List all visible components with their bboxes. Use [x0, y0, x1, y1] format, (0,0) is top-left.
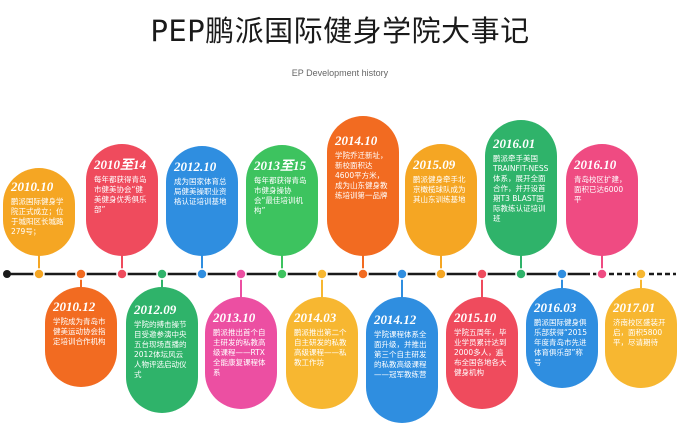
event-year: 2013.10 [213, 310, 256, 325]
event-marker [33, 268, 45, 280]
event-marker [276, 268, 288, 280]
event-marker [196, 268, 208, 280]
event-description: 学院课程体系全面升级，并推出第三个自主研发的私教高级课程——冠军教练营 [374, 330, 427, 379]
event-description: 学院五周年，毕业学员累计达到2000多人，遍布全国各地各大健身机构 [454, 328, 507, 377]
page-title: PEP鹏派国际健身学院大事记 [150, 14, 530, 48]
event-card: 2010.10 鹏派国际健身学院正式成立；位于城阳区长城路279号； [3, 168, 75, 256]
event-description: 学院的搏击操节目受邀参演中央五台现场直播的2012体坛风云人物评选启动仪式 [134, 320, 187, 379]
event-card: 2013至15 每年都获得青岛市健身操协会“最佳培训机构” [246, 145, 318, 256]
event-description: 学院乔迁新址，新校面积达4600平方米，成为山东健身教练培训第一品牌 [335, 151, 388, 200]
event-marker [396, 268, 408, 280]
event-marker [116, 268, 128, 280]
event-year: 2010.12 [53, 299, 96, 314]
event-marker [476, 268, 488, 280]
event-year: 2014.10 [335, 133, 378, 148]
event-year: 2010.10 [11, 179, 54, 194]
event-card: 2014.10 学院乔迁新址，新校面积达4600平方米，成为山东健身教练培训第一品… [327, 116, 399, 256]
event-year: 2016.01 [493, 136, 536, 151]
event-card: 2015.09 鹏派健身牵手北京橄榄球队成为其山东训练基地 [405, 144, 477, 256]
event-card: 2012.10 成为国家体育总局健美操职业资格认证培训基地 [166, 146, 238, 256]
event-year: 2016.10 [574, 157, 617, 172]
event-year: 2010至14 [94, 157, 147, 172]
event-year: 2015.10 [454, 310, 497, 325]
event-card: 2010.12 学院成为青岛市健美运动协会指定培训合作机构 [45, 287, 117, 387]
event-description: 鹏派健身牵手北京橄榄球队成为其山东训练基地 [413, 175, 466, 204]
event-year: 2015.09 [413, 157, 456, 172]
event-description: 鹏派国际健身俱乐部获得“2015年度青岛市先进体育俱乐部”称号 [534, 318, 587, 367]
event-year: 2017.01 [613, 300, 656, 315]
event-card: 2016.10 青岛校区扩建，面积已达6000平 [566, 144, 638, 256]
event-marker [556, 268, 568, 280]
timeline-start-dot [3, 270, 11, 278]
event-card: 2015.10 学院五周年，毕业学员累计达到2000多人，遍布全国各地各大健身机构 [446, 297, 518, 409]
event-description: 学院成为青岛市健美运动协会指定培训合作机构 [53, 317, 106, 346]
event-year: 2016.03 [534, 300, 577, 315]
event-card: 2013.10 鹏派推出首个自主研发的私教高级课程——RTX全能康复课程体系 [205, 297, 277, 409]
event-year: 2012.09 [134, 302, 177, 317]
event-year: 2012.10 [174, 159, 217, 174]
event-marker [316, 268, 328, 280]
event-description: 每年都获得青岛市健美协会“健美健身优秀俱乐部” [94, 175, 147, 214]
event-description: 济南校区盛装开启，面积5800平，尽请期待 [613, 318, 666, 347]
event-year: 2013至15 [254, 158, 307, 173]
event-card: 2014.12 学院课程体系全面升级，并推出第三个自主研发的私教高级课程——冠军教… [366, 297, 438, 423]
event-description: 鹏派国际健身学院正式成立；位于城阳区长城路279号； [11, 197, 64, 236]
event-description: 每年都获得青岛市健身操协会“最佳培训机构” [254, 176, 307, 215]
event-marker [75, 268, 87, 280]
event-description: 鹏派牵手美国TRAINFIT-NESS体系，展开全面合作，并开设首期T3 BLA… [493, 154, 549, 223]
event-description: 成为国家体育总局健美操职业资格认证培训基地 [174, 177, 227, 206]
event-marker [235, 268, 247, 280]
event-card: 2014.03 鹏派推出第二个自主研发的私教高级课程——私教工作坊 [286, 297, 358, 409]
event-card: 2017.01 济南校区盛装开启，面积5800平，尽请期待 [605, 288, 677, 388]
event-marker [596, 268, 608, 280]
event-card: 2012.09 学院的搏击操节目受邀参演中央五台现场直播的2012体坛风云人物评选… [126, 287, 198, 413]
event-card: 2010至14 每年都获得青岛市健美协会“健美健身优秀俱乐部” [86, 144, 158, 256]
event-card: 2016.03 鹏派国际健身俱乐部获得“2015年度青岛市先进体育俱乐部”称号 [526, 288, 598, 388]
event-description: 青岛校区扩建，面积已达6000平 [574, 175, 627, 204]
event-year: 2014.12 [374, 312, 417, 327]
event-card: 2016.01 鹏派牵手美国TRAINFIT-NESS体系，展开全面合作，并开设首… [485, 120, 557, 256]
event-marker [357, 268, 369, 280]
event-description: 鹏派推出首个自主研发的私教高级课程——RTX全能康复课程体系 [213, 328, 266, 377]
event-marker [515, 268, 527, 280]
event-marker [635, 268, 647, 280]
page-subtitle: EP Development history [291, 68, 389, 78]
event-description: 鹏派推出第二个自主研发的私教高级课程——私教工作坊 [294, 328, 347, 367]
event-year: 2014.03 [294, 310, 337, 325]
event-marker [156, 268, 168, 280]
event-marker [435, 268, 447, 280]
